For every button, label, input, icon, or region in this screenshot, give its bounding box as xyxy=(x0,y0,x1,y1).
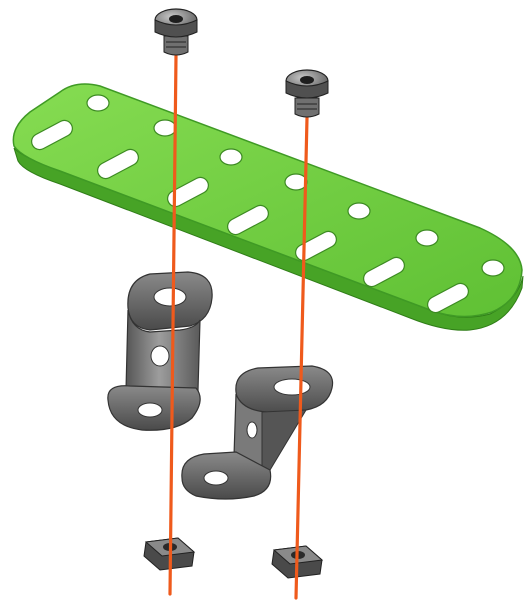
hole xyxy=(348,203,370,219)
hole xyxy=(416,230,438,246)
bracket-slot xyxy=(154,288,186,306)
hex-socket-screw-left xyxy=(155,9,197,55)
bracket-hole xyxy=(247,422,257,438)
bracket-hole xyxy=(151,346,169,366)
plate-top xyxy=(13,84,522,317)
hex-socket-screw-right xyxy=(286,70,328,117)
hole xyxy=(154,120,176,136)
angle-bracket-right xyxy=(182,366,333,499)
hole xyxy=(285,174,307,190)
bracket-hole xyxy=(138,403,162,417)
hole xyxy=(87,95,109,111)
bracket-hole xyxy=(204,471,228,485)
hole xyxy=(482,260,504,276)
perforated-strip xyxy=(13,84,523,330)
hole xyxy=(220,149,242,165)
angle-bracket-left xyxy=(108,272,212,430)
bracket-slot xyxy=(274,379,310,395)
